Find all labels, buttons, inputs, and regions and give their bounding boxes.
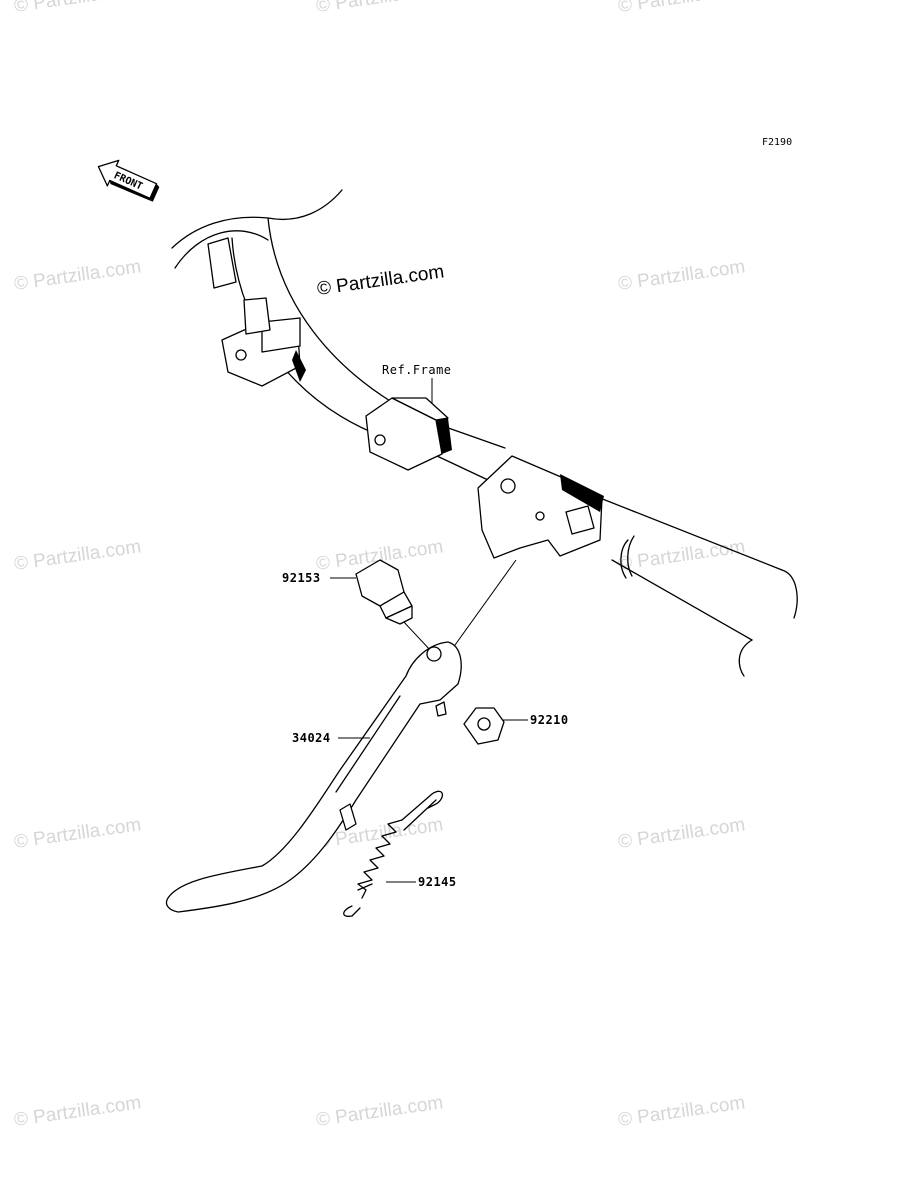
pivot-alignment-line: [449, 559, 517, 653]
nut: [463, 707, 505, 745]
watermark-tile: © Partzilla.com: [13, 0, 143, 17]
watermark-tile: © Partzilla.com: [315, 1092, 445, 1131]
watermark-tile: © Partzilla.com: [617, 1092, 747, 1131]
part-number-label: 92145: [418, 875, 457, 889]
callout-34024: 34024: [292, 731, 370, 745]
watermark-tile: © Partzilla.com: [13, 814, 143, 853]
part-number-label: 92210: [530, 713, 569, 727]
watermark-tile: © Partzilla.com: [13, 256, 143, 295]
bolt: [355, 559, 413, 625]
side-stand: [165, 641, 462, 913]
part-number-label: 92153: [282, 571, 321, 585]
callout-92153: 92153: [282, 571, 356, 585]
watermark-tile: © Partzilla.com: [617, 814, 747, 853]
watermark-main: © Partzilla.com: [316, 261, 446, 300]
watermark-tile: © Partzilla.com: [315, 0, 445, 17]
watermark-tile: © Partzilla.com: [617, 0, 747, 17]
spring: [343, 790, 443, 917]
bolt-alignment-line: [401, 619, 433, 653]
watermark-tile: © Partzilla.com: [617, 536, 747, 575]
watermark-tile: © Partzilla.com: [13, 536, 143, 575]
ref-frame-label: Ref.Frame: [382, 363, 452, 377]
watermark-tile: © Partzilla.com: [617, 256, 747, 295]
callout-92145: 92145: [386, 875, 457, 889]
front-arrow-icon: FRONT: [97, 159, 160, 202]
frame-upper-bracket: [207, 237, 306, 387]
callout-92210: 92210: [502, 713, 569, 727]
figure-code: F2190: [762, 137, 792, 148]
stand-bracket: [477, 455, 604, 559]
part-number-label: 34024: [292, 731, 331, 745]
watermark-tile: © Partzilla.com: [13, 1092, 143, 1131]
frame-mount-block: [365, 397, 452, 471]
